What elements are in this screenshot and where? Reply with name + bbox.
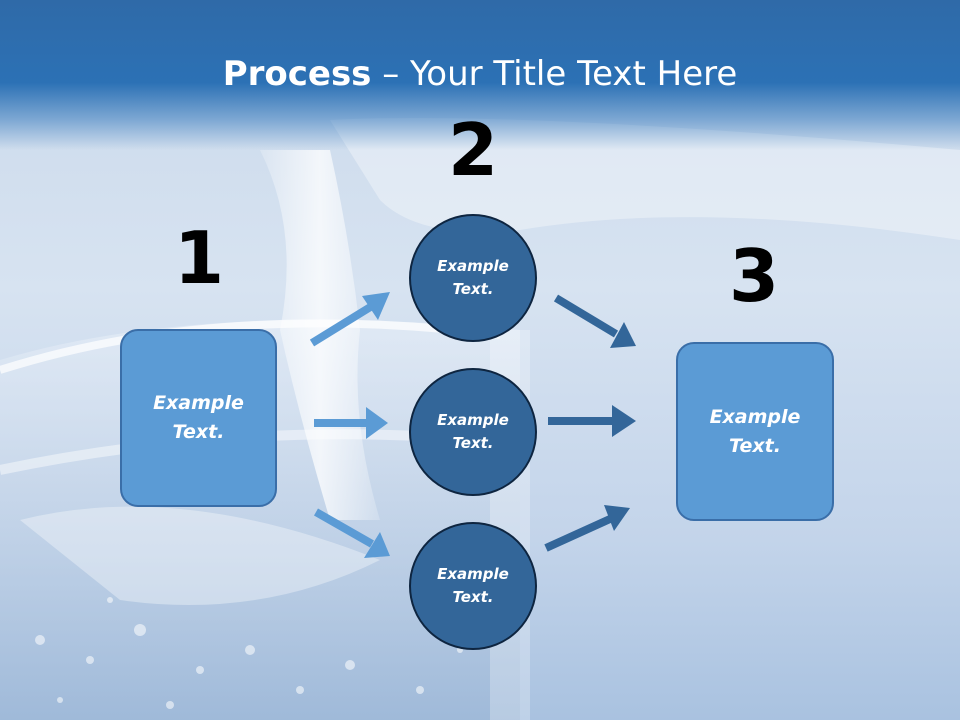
step-number-1: 1 (173, 216, 225, 300)
slide-title: Process – Your Title Text Here (0, 52, 960, 96)
step-number-3: 3 (728, 234, 780, 318)
middle-circle-center-label: Example Text. (437, 411, 509, 452)
step-number-2: 2 (447, 108, 499, 192)
step-1-label: Example Text. (153, 392, 244, 443)
step-1-box: Example Text. (120, 329, 277, 507)
middle-circle-top-label: Example Text. (437, 257, 509, 298)
middle-circle-bottom-label: Example Text. (437, 565, 509, 606)
middle-circle-bottom: Example Text. (409, 522, 537, 650)
title-band (0, 0, 960, 150)
step-3-label: Example Text. (709, 405, 801, 457)
middle-circle-center: Example Text. (409, 368, 537, 496)
step-3-box: Example Text. (676, 342, 834, 521)
title-bold: Process (222, 54, 372, 94)
title-rest: – Your Title Text Here (371, 54, 738, 94)
middle-circle-top: Example Text. (409, 214, 537, 342)
